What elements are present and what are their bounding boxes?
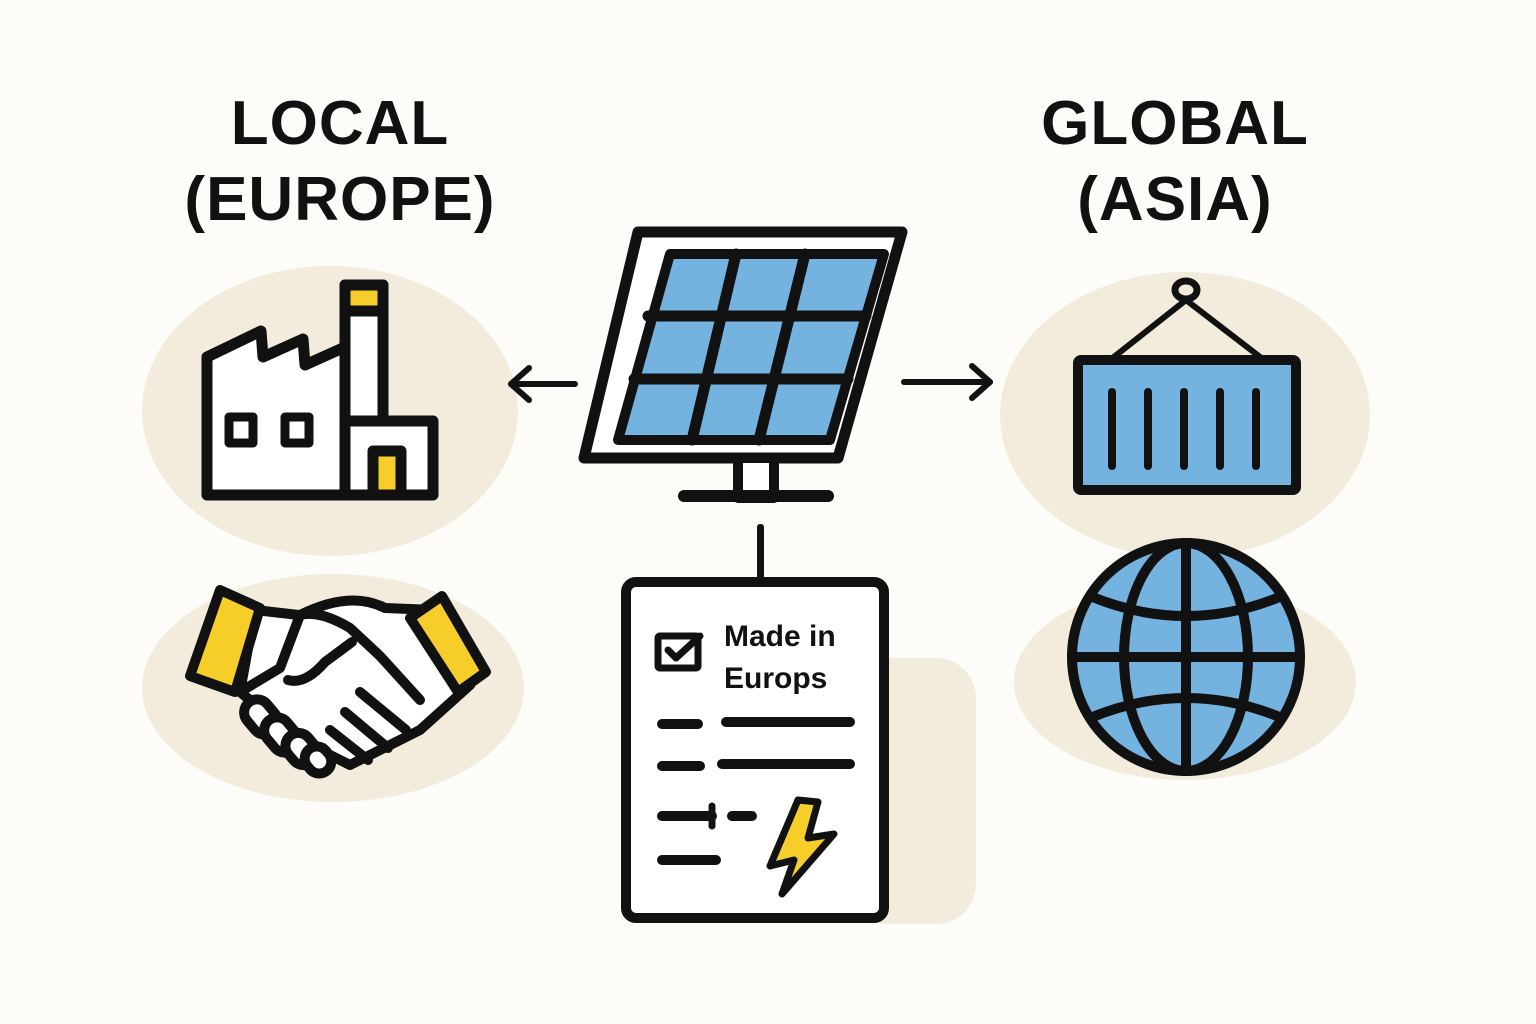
handshake-icon: [185, 585, 491, 779]
local-heading-line1: LOCAL: [230, 89, 450, 158]
globe-icon: [1067, 538, 1305, 776]
arrow-right-icon: [901, 363, 993, 401]
global-heading-line1: GLOBAL: [1041, 89, 1309, 158]
local-europe-heading: LOCAL (EUROPE): [150, 86, 530, 238]
factory-icon: [201, 279, 439, 501]
global-heading-line2: (ASIA): [1077, 165, 1273, 234]
checkbox-checked-icon: [654, 632, 704, 672]
connector-line: [757, 524, 764, 582]
shipping-container-icon: [1073, 277, 1301, 495]
global-asia-heading: GLOBAL (ASIA): [990, 86, 1360, 238]
local-heading-line2: (EUROPE): [184, 165, 496, 234]
lightning-bolt-icon: [766, 796, 838, 898]
arrow-left-icon: [508, 365, 578, 403]
certificate-text: Made in Europs: [724, 620, 836, 695]
solar-panel-icon: [578, 226, 908, 503]
